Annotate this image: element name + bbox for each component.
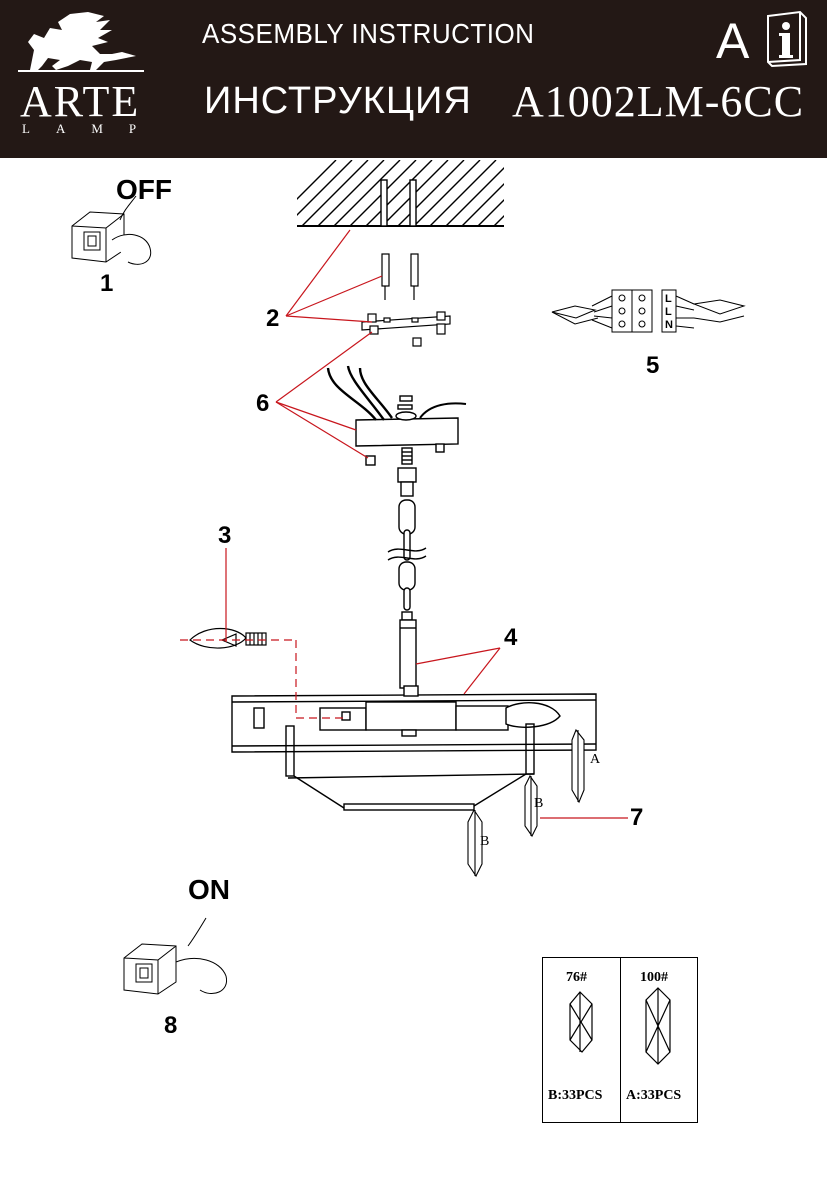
switch-off-label: OFF xyxy=(116,174,172,205)
griffin-logo-icon xyxy=(18,12,144,72)
crystal-tag-a: A xyxy=(590,752,601,767)
crystal-qty-a: A:33PCS xyxy=(626,1088,682,1103)
wall-switch-on-icon xyxy=(123,917,228,995)
step-1-label: 1 xyxy=(100,270,114,297)
crystal-pendants xyxy=(467,728,585,878)
step-7-label: 7 xyxy=(630,804,644,831)
switch-on-label: ON xyxy=(188,874,230,905)
step-6-label: 6 xyxy=(256,390,270,417)
terminal-l2: L xyxy=(665,306,672,318)
step-4-label: 4 xyxy=(504,624,518,651)
model-number: A1002LM-6CC xyxy=(512,77,805,126)
crystal-qty-b: B:33PCS xyxy=(548,1088,603,1103)
leader-lines xyxy=(180,229,628,819)
terminal-l1: L xyxy=(665,293,672,305)
step-5-label: 5 xyxy=(646,352,660,379)
header-bar: ARTE LAMP ASSEMBLY INSTRUCTION ИНСТРУКЦИ… xyxy=(0,0,827,158)
crystal-size-100: 100# xyxy=(640,970,668,985)
step-2-label: 2 xyxy=(266,305,280,332)
crystal-tag-b1: B xyxy=(534,796,544,811)
ceiling-hatch xyxy=(297,160,504,227)
wall-anchors xyxy=(381,253,419,300)
info-manual-icon xyxy=(767,10,807,68)
crystal-size-76: 76# xyxy=(566,970,587,985)
assembly-instruction-title: ASSEMBLY INSTRUCTION xyxy=(202,18,535,49)
terminal-block xyxy=(551,289,746,333)
wall-switch-off-icon xyxy=(71,195,152,265)
section-letter: A xyxy=(716,13,750,69)
canopy xyxy=(326,365,467,466)
terminal-n: N xyxy=(665,319,673,331)
instruction-title-ru: ИНСТРУКЦИЯ xyxy=(204,80,472,122)
brand-name: ARTE xyxy=(20,77,141,126)
lamp-body xyxy=(231,685,597,811)
crystal-tag-b2: B xyxy=(480,834,490,849)
step-3-label: 3 xyxy=(218,522,232,549)
parts-table-divider xyxy=(620,957,621,1123)
parts-table-crystals xyxy=(569,987,671,1065)
step-8-label: 8 xyxy=(164,1012,178,1039)
brand-subtitle: LAMP xyxy=(22,121,163,136)
mounting-bracket xyxy=(361,311,451,347)
bulb-part xyxy=(189,628,267,649)
suspension-chain xyxy=(387,447,427,689)
